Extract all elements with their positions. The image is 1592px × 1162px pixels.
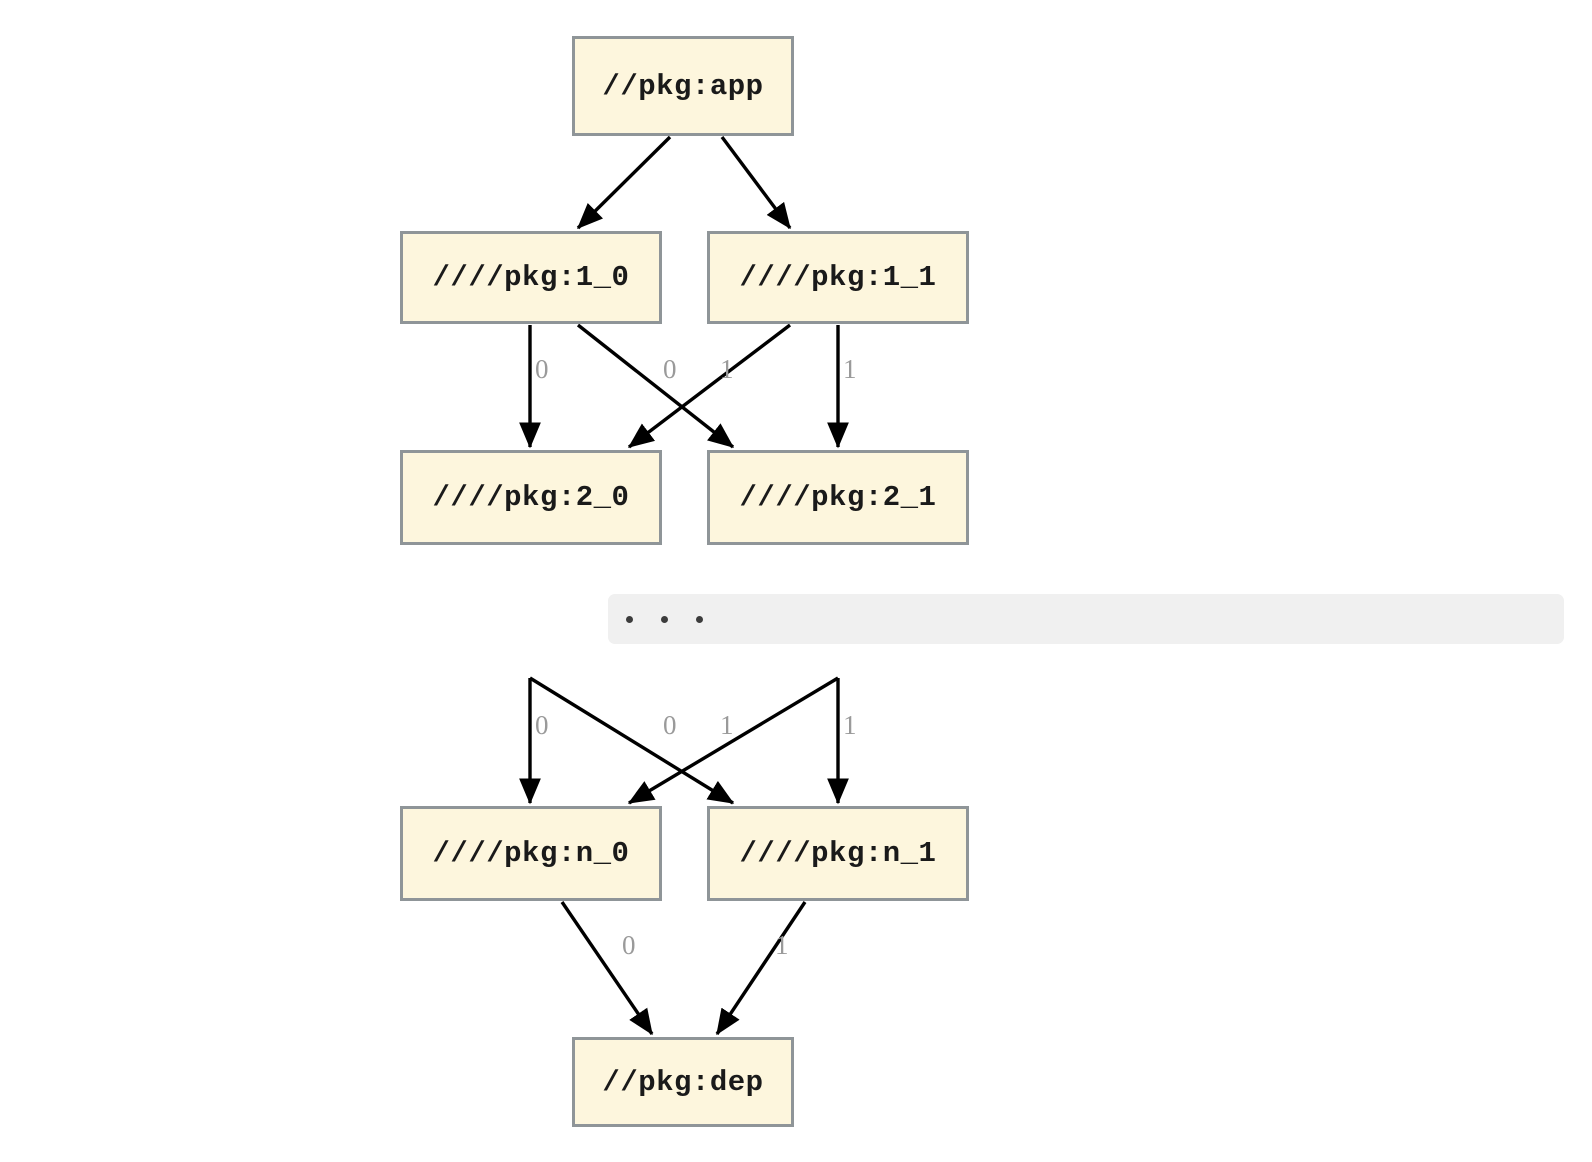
- node-app[interactable]: //pkg:app: [572, 36, 794, 136]
- edge-label: 1: [720, 354, 734, 384]
- edge-label: 0: [535, 710, 549, 740]
- edge-label: 1: [720, 710, 734, 740]
- node-label: //pkg:app: [602, 69, 764, 103]
- edge-label: 1: [843, 710, 857, 740]
- node-label: ////pkg:2_0: [432, 481, 630, 514]
- edge-line: [627, 676, 839, 805]
- node-dep[interactable]: //pkg:dep: [572, 1037, 794, 1127]
- edge-label: 1: [843, 354, 857, 384]
- edge-label: 0: [663, 710, 677, 740]
- node-label: ////pkg:1_1: [739, 261, 937, 294]
- node-label: ////pkg:n_1: [739, 837, 937, 870]
- edge-line: [560, 901, 654, 1036]
- ellipsis-dot: [626, 615, 633, 623]
- edge-line: [576, 135, 672, 230]
- node-pkg-1-1[interactable]: ////pkg:1_1: [707, 231, 969, 324]
- node-label: //pkg:dep: [602, 1065, 764, 1099]
- edge-line: [627, 323, 792, 449]
- node-label: ////pkg:n_0: [432, 837, 630, 870]
- edge-label: 1: [775, 930, 789, 960]
- node-pkg-2-1[interactable]: ////pkg:2_1: [707, 450, 969, 545]
- edge-line: [576, 323, 735, 449]
- node-label: ////pkg:2_1: [739, 481, 937, 514]
- edge-label: 0: [622, 930, 636, 960]
- node-pkg-1-0[interactable]: ////pkg:1_0: [400, 231, 662, 324]
- edge-line: [720, 135, 792, 230]
- edge-label: 0: [535, 354, 549, 384]
- node-pkg-2-0[interactable]: ////pkg:2_0: [400, 450, 662, 545]
- ellipsis-dot: [696, 615, 703, 623]
- ellipsis-dots: [626, 615, 703, 623]
- node-pkg-n-1[interactable]: ////pkg:n_1: [707, 806, 969, 901]
- ellipsis-band: [608, 594, 1564, 644]
- edge-line: [529, 676, 735, 805]
- node-pkg-n-0[interactable]: ////pkg:n_0: [400, 806, 662, 901]
- edge-line: [715, 901, 807, 1036]
- ellipsis-dot: [661, 615, 668, 623]
- node-label: ////pkg:1_0: [432, 261, 630, 294]
- edge-label: 0: [663, 354, 677, 384]
- edge-line-group: [519, 135, 849, 1036]
